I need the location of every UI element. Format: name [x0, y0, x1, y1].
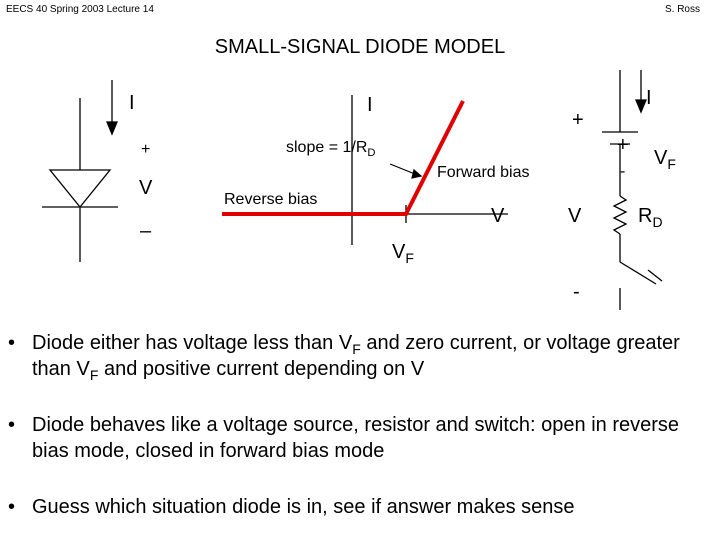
bullet-text: Diode behaves like a voltage source, res…: [32, 414, 680, 462]
bullet-item: • Guess which situation diode is in, see…: [8, 494, 708, 520]
y-axis-label: I: [367, 94, 373, 116]
diode-triangle: [48, 169, 112, 209]
bullet-text: Diode either has voltage less than VF an…: [32, 332, 680, 383]
iv-curve: [222, 100, 465, 216]
bullet-dot: •: [8, 414, 16, 436]
bullet-list: • Diode either has voltage less than VF …: [8, 330, 708, 550]
diode-symbol: [42, 98, 118, 262]
circuit-voltage-label: V: [568, 205, 582, 227]
course-header: EECS 40 Spring 2003 Lecture 14: [6, 4, 154, 15]
vf-label: VF: [392, 241, 414, 266]
circuit-top-plus: +: [572, 109, 584, 131]
source-vf-label: VF: [654, 147, 676, 172]
diode-current-arrow: [106, 80, 118, 136]
source-minus-sign: -: [620, 163, 626, 180]
slide-title: SMALL-SIGNAL DIODE MODEL: [214, 36, 506, 58]
slope-label: slope = 1/RD: [286, 139, 376, 160]
diode-voltage-label: V: [139, 177, 153, 199]
bullet-dot: •: [8, 496, 16, 518]
switch-blade: [619, 261, 657, 285]
reverse-bias-label: Reverse bias: [224, 191, 318, 208]
source-plus-sign: +: [617, 134, 629, 156]
circuit-model: [602, 70, 663, 310]
bullet-dot: •: [8, 332, 16, 354]
resistor-zigzag: [612, 195, 628, 235]
bullet-item: • Diode behaves like a voltage source, r…: [8, 412, 708, 464]
slope-pointer-arrow: [389, 163, 423, 179]
x-axis-label: V: [491, 205, 505, 227]
circuit-bottom-minus: -: [573, 281, 580, 303]
resistor-label: RD: [638, 205, 663, 230]
circuit-current-label: I: [646, 87, 652, 109]
diode-model-figure: [42, 70, 663, 310]
switch-stop: [647, 269, 663, 282]
diode-minus-sign: –: [140, 220, 152, 242]
bullet-item: • Diode either has voltage less than VF …: [8, 330, 708, 382]
circuit-current-arrow: [635, 70, 647, 114]
author-header: S. Ross: [664, 4, 700, 15]
bullet-text: Guess which situation diode is in, see i…: [32, 496, 575, 518]
forward-bias-label: Forward bias: [437, 164, 530, 181]
diode-current-label: I: [129, 92, 135, 114]
diode-plus-sign: +: [141, 141, 151, 158]
